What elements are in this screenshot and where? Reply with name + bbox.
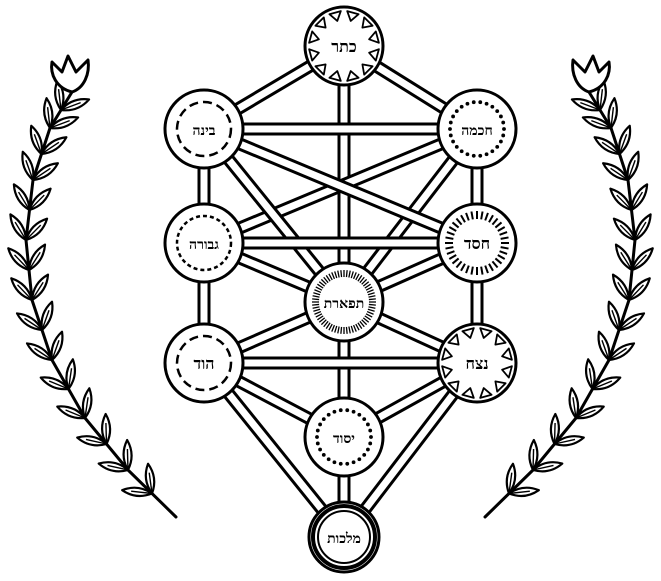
sefira-label: חסד (464, 234, 490, 253)
sefira-label: גבורה (189, 237, 219, 253)
sefira-label: בינה (192, 123, 215, 139)
sefira-tiferet[interactable]: תפארת (305, 263, 383, 341)
sefira-label: הוד (194, 354, 215, 373)
sefira-chokhmah[interactable]: חכמה (438, 90, 516, 168)
sefira-yesod[interactable]: יסוד (305, 398, 383, 476)
sefira-label: כתר (331, 37, 356, 56)
sefira-keter[interactable]: כתר (305, 7, 383, 85)
sefira-label: תפארת (324, 296, 365, 312)
sefira-binah[interactable]: בינה (165, 90, 243, 168)
sefira-label: חכמה (461, 123, 492, 139)
sefira-hod[interactable]: הוד (165, 324, 243, 402)
sefira-gevurah[interactable]: גבורה (165, 204, 243, 282)
laurel-branch-left-icon (8, 56, 176, 517)
sefira-label: יסוד (333, 431, 355, 447)
sefira-label: מלכות (327, 531, 361, 547)
sefira-label: נצח (465, 354, 488, 373)
sefira-netzach[interactable]: נצח (438, 324, 516, 402)
sefira-malkhut[interactable]: מלכות (309, 502, 379, 572)
sefira-chesed[interactable]: חסד (438, 204, 516, 282)
